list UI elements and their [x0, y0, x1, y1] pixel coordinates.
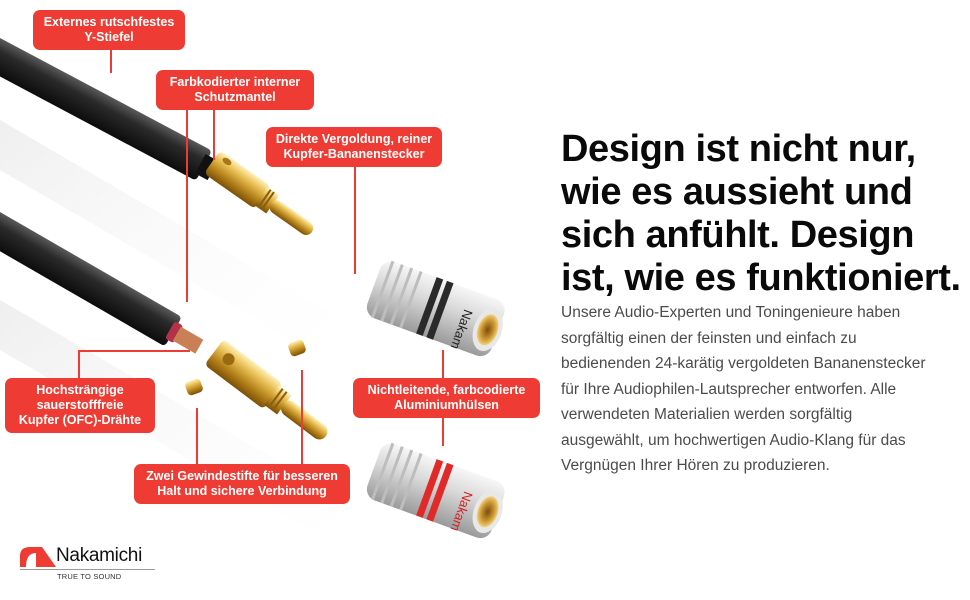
logo-mark-icon: [20, 547, 56, 567]
connector-line: [78, 350, 190, 352]
connector-line: [78, 350, 80, 378]
connector-line: [354, 164, 356, 274]
callout-inner-jacket: Farbkodierter interner Schutzmantel: [156, 70, 314, 110]
top-cable: [0, 30, 314, 235]
connector-line: [196, 408, 198, 464]
brand-logo: Nakamichi TRUE TO SOUND: [19, 545, 159, 585]
set-screw-2: [185, 378, 203, 396]
callout-y-boot: Externes rutschfestes Y-Stiefel: [33, 10, 185, 50]
callout-set-screws: Zwei Gewindestifte für besseren Halt und…: [134, 464, 350, 504]
sleeve-black: Nakam: [366, 260, 505, 357]
headline: Design ist nicht nur, wie es aussieht un…: [561, 128, 961, 299]
connector-line: [442, 418, 444, 446]
bottom-cable: [0, 203, 328, 440]
connector-line: [110, 45, 112, 73]
logo-wordmark: Nakamichi: [56, 545, 142, 566]
body-copy: Unsere Audio-Experten und Toningenieure …: [561, 304, 926, 474]
callout-aluminium-sleeves: Nichtleitende, farbcodierte Aluminiumhül…: [353, 378, 540, 418]
logo-tagline: TRUE TO SOUND: [57, 572, 122, 581]
connector-line: [213, 108, 215, 160]
set-screw-1: [288, 339, 306, 357]
logo-divider: [20, 569, 155, 570]
callout-ofc-wires: Hochsträngige sauerstofffreie Kupfer (OF…: [5, 378, 155, 433]
connector-line: [301, 370, 303, 464]
connector-line: [186, 108, 188, 302]
callout-gold-plating: Direkte Vergoldung, reiner Kupfer-Banane…: [266, 127, 442, 167]
connector-line: [442, 350, 444, 378]
sleeve-red: Nakam: [366, 442, 505, 539]
